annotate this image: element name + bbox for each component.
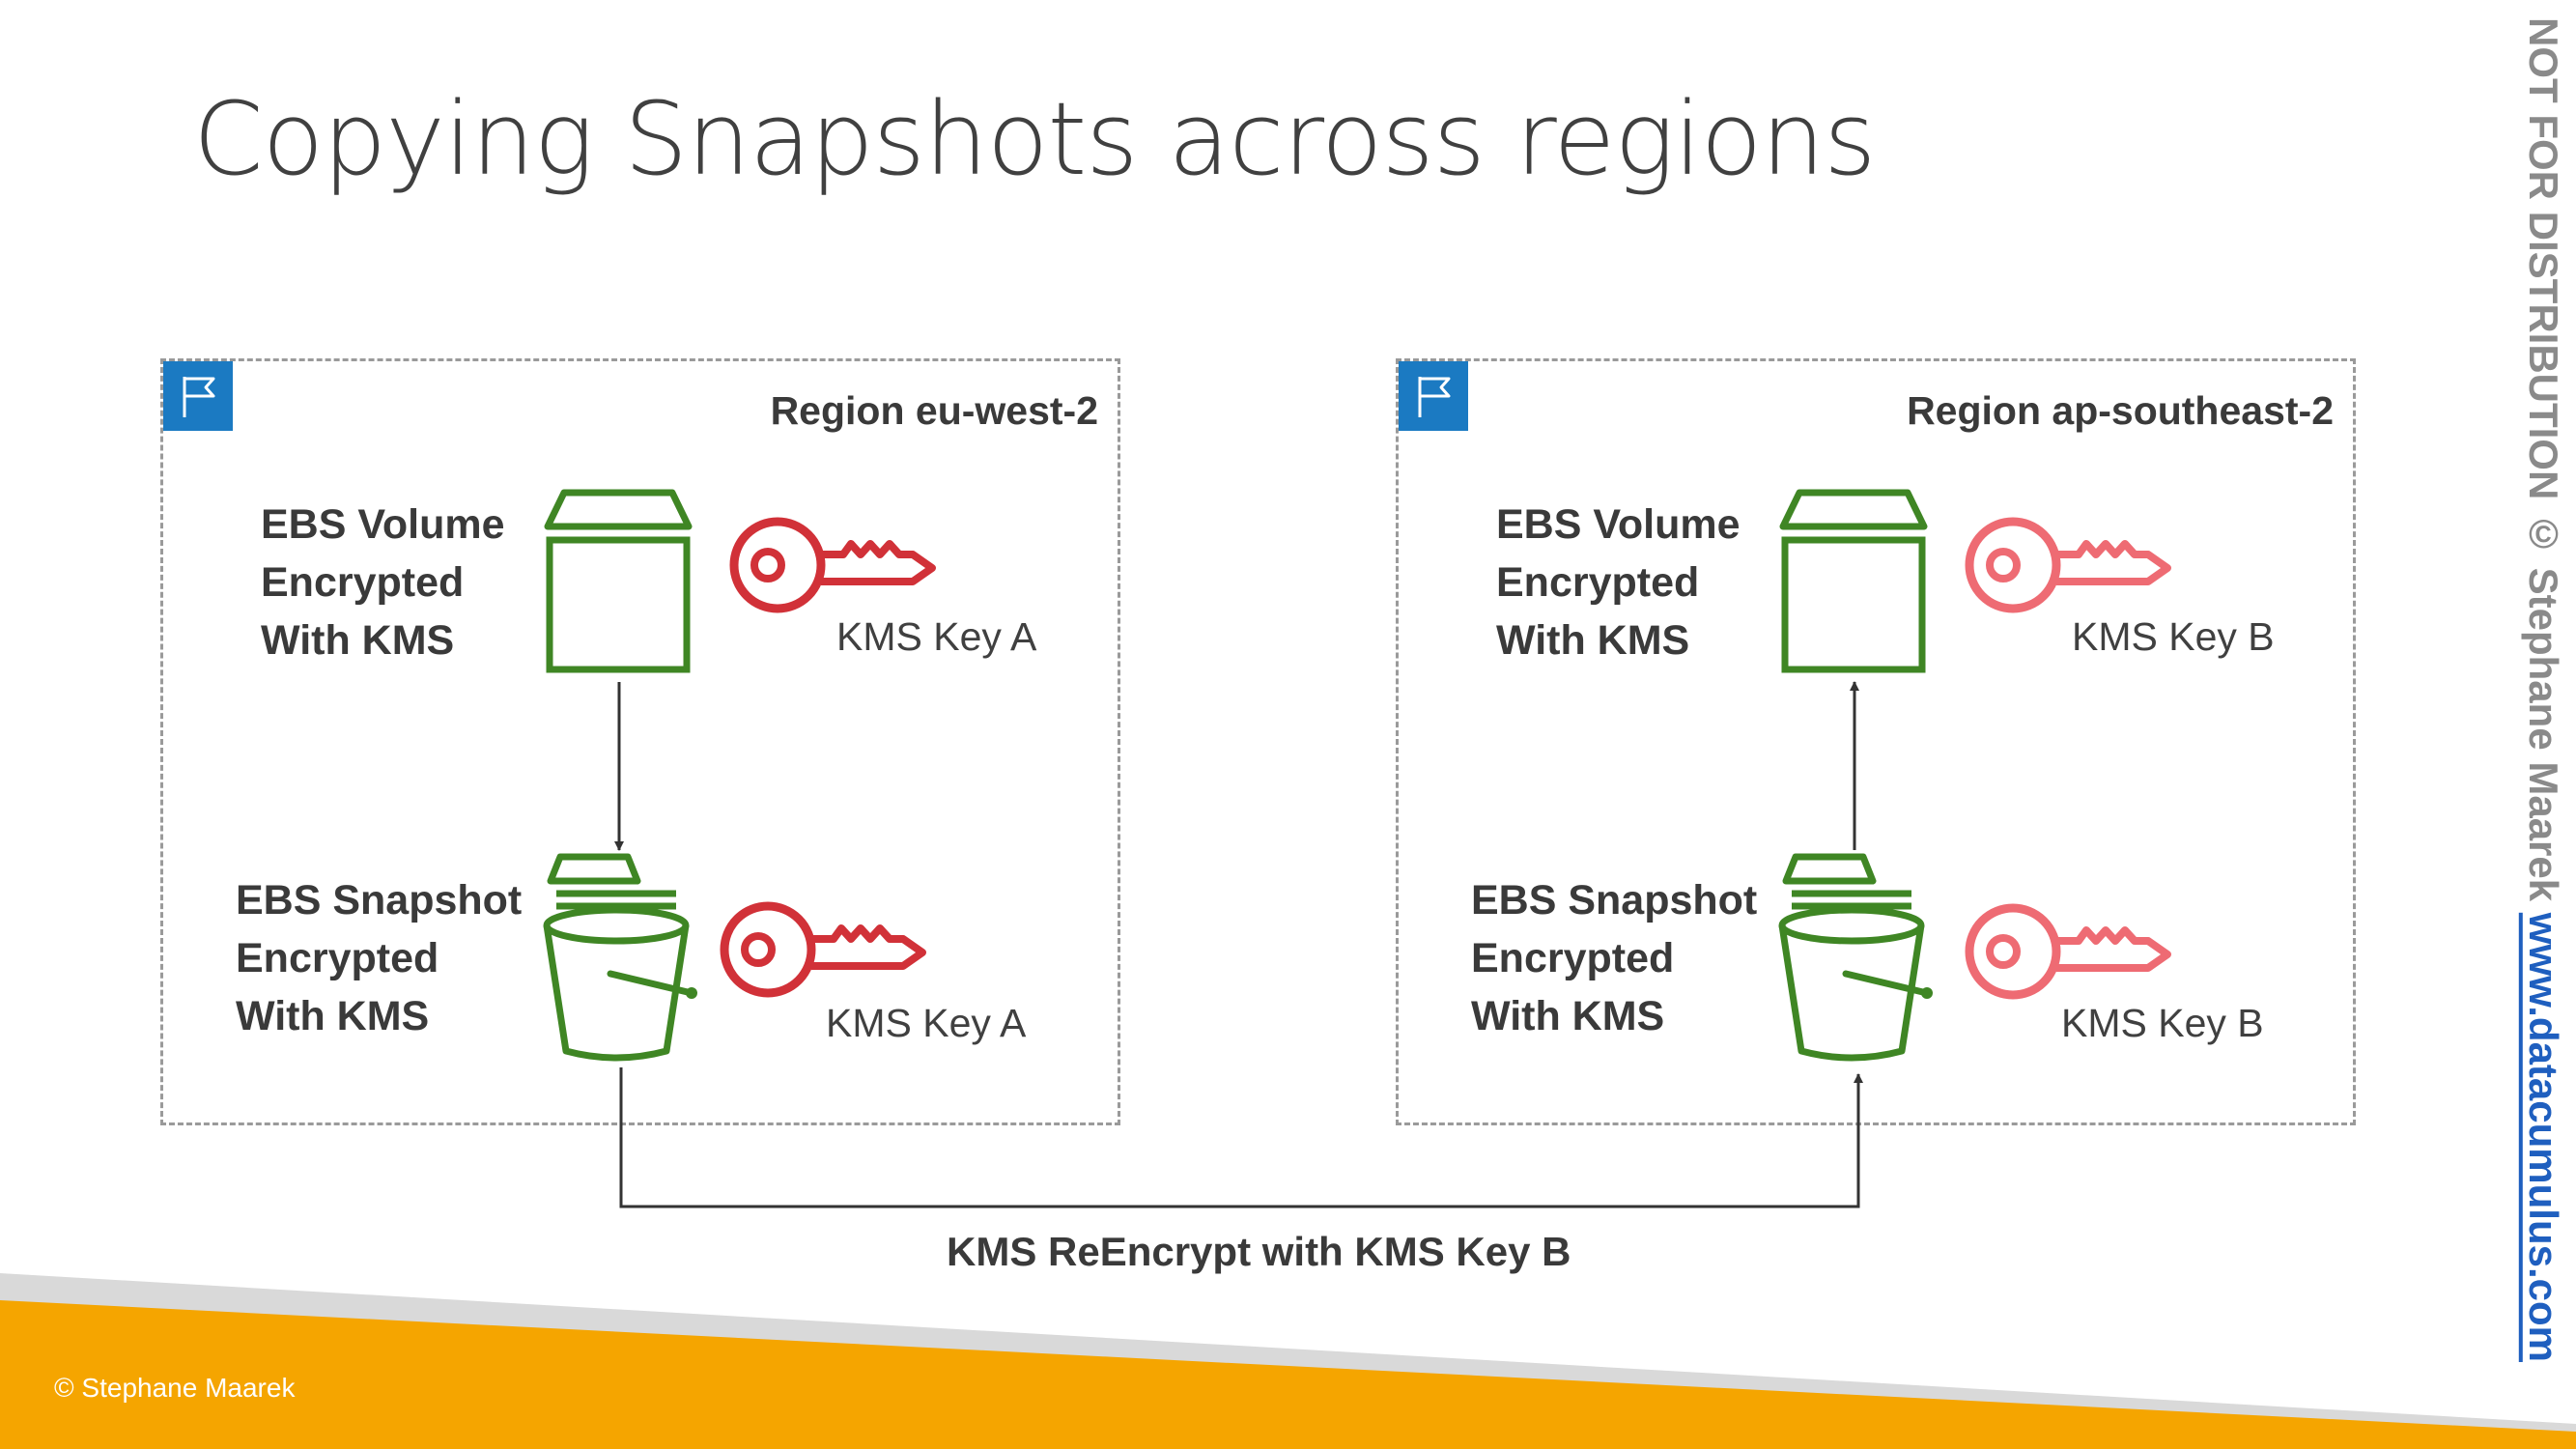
region-label: Region ap-southeast-2 (1907, 388, 2334, 433)
kms-key-label: KMS Key B (2072, 614, 2275, 659)
watermark-url[interactable]: www.datacumulus.com (2521, 912, 2566, 1362)
ebs-snapshot-bucket-icon (543, 853, 697, 1062)
kms-key-label: KMS Key A (826, 1001, 1027, 1045)
footer-orange-stripe (0, 1300, 2576, 1449)
distribution-watermark: NOT FOR DISTRIBUTION © Stephane Maarek w… (2521, 17, 2566, 1362)
region-flag-icon (163, 361, 233, 431)
ebs-volume-label: EBS Volume Encrypted With KMS (1496, 501, 1741, 664)
ebs-volume-label: EBS Volume Encrypted With KMS (261, 501, 505, 664)
watermark-text: NOT FOR DISTRIBUTION © Stephane Maarek (2521, 17, 2566, 913)
kms-key-icon (720, 901, 926, 998)
ebs-snapshot-label: EBS Snapshot Encrypted With KMS (1471, 877, 1758, 1039)
slide-title: Copying Snapshots across regions (193, 80, 1876, 198)
kms-key-label: KMS Key A (836, 614, 1037, 659)
region-box-eu-west-2: Region eu-west-2 (160, 358, 1120, 1125)
ebs-snapshot-bucket-icon (1778, 853, 1933, 1062)
kms-key-label: KMS Key B (2061, 1001, 2264, 1045)
ebs-volume-icon (1779, 489, 1928, 673)
ebs-snapshot-label: EBS Snapshot Encrypted With KMS (236, 877, 523, 1039)
ebs-volume-icon (544, 489, 693, 673)
region-box-ap-southeast-2: Region ap-southeast-2 (1396, 358, 2356, 1125)
cross-region-copy-arrow (619, 1067, 1863, 1208)
region-flag-icon (1399, 361, 1468, 431)
copyright-footer: © Stephane Maarek (54, 1373, 296, 1403)
kms-key-icon (1965, 903, 2171, 1000)
region-label: Region eu-west-2 (770, 388, 1098, 433)
reencrypt-label: KMS ReEncrypt with KMS Key B (947, 1229, 1571, 1274)
kms-key-icon (1965, 517, 2171, 613)
kms-key-icon (729, 517, 936, 613)
